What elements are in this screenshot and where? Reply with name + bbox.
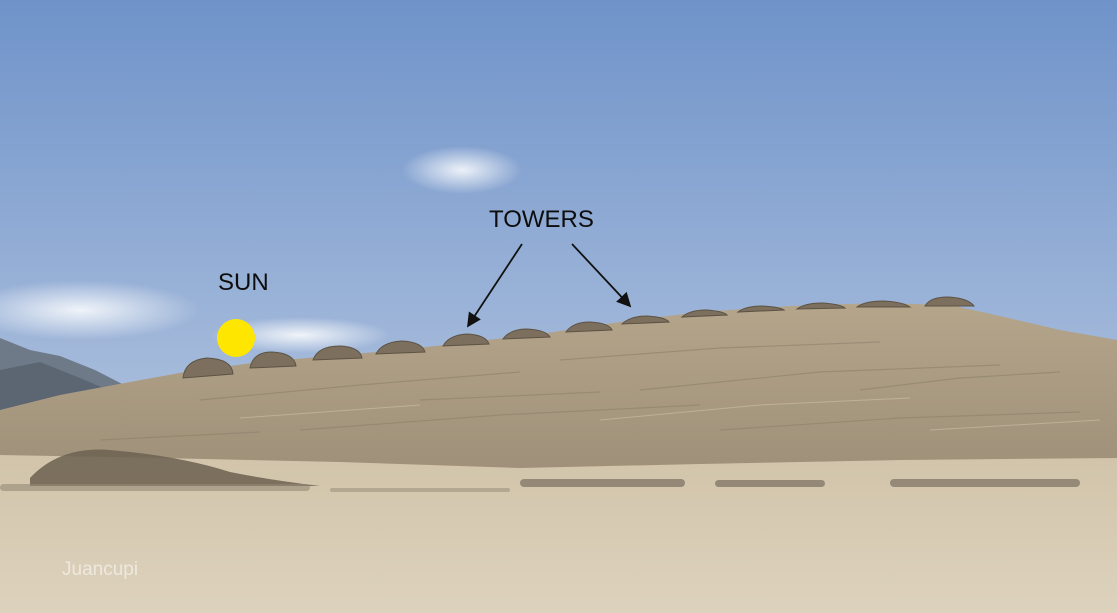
tower bbox=[565, 321, 613, 333]
arrow-icon bbox=[467, 243, 523, 328]
tower bbox=[736, 305, 786, 313]
sun-label: SUN bbox=[218, 269, 269, 296]
cloud bbox=[0, 280, 200, 340]
tower bbox=[182, 357, 234, 379]
hill bbox=[0, 303, 1117, 470]
photo-credit: Juancupi bbox=[62, 559, 139, 580]
hill-highlights bbox=[239, 397, 1101, 431]
tower bbox=[502, 328, 551, 340]
rubble bbox=[0, 449, 1080, 492]
tower bbox=[312, 345, 363, 361]
tower bbox=[375, 340, 426, 355]
towers bbox=[182, 296, 976, 379]
tower bbox=[249, 351, 297, 369]
cloud bbox=[402, 146, 522, 194]
tower bbox=[442, 333, 490, 347]
hill-texture bbox=[99, 341, 1081, 441]
arrow-icon bbox=[571, 243, 632, 308]
cloud bbox=[210, 317, 390, 353]
tower bbox=[795, 302, 847, 310]
sun-marker-icon bbox=[217, 319, 255, 357]
towers-label: TOWERS bbox=[489, 206, 594, 233]
tower bbox=[680, 309, 729, 318]
tower bbox=[620, 315, 671, 325]
distant-mountains-near bbox=[0, 362, 120, 412]
tower bbox=[924, 296, 976, 307]
tower bbox=[855, 300, 912, 308]
sand-ground bbox=[0, 455, 1117, 613]
